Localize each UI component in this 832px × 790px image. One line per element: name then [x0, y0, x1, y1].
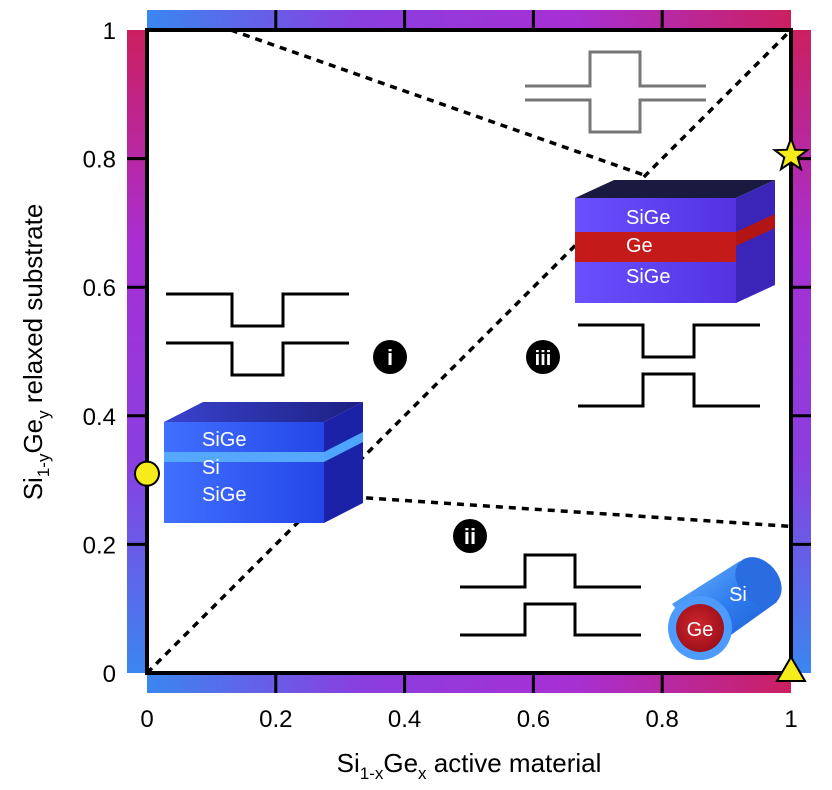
y-tick-label: 1	[103, 18, 116, 45]
x-axis-title: Si1-xGex active material	[337, 748, 602, 783]
band-diagram-ii	[460, 553, 641, 637]
stack-iii: SiGe Ge SiGe	[575, 180, 775, 303]
nanowire-shell-label: Si	[729, 584, 747, 606]
boundary-lines	[145, 28, 793, 675]
star-marker	[772, 135, 810, 172]
x-tick-label: 0.8	[646, 706, 679, 733]
x-tick-label: 0.6	[517, 706, 550, 733]
y-axis-title: Si1-yGey relaxed substrate	[18, 204, 53, 501]
x-tick-labels: 0 0.2 0.4 0.6 0.8 1	[140, 706, 797, 733]
stack-i-top-label: SiGe	[202, 429, 246, 451]
boundary-lower-line	[340, 494, 792, 529]
triangle-marker	[775, 655, 807, 682]
nanowire: Ge Si	[668, 557, 782, 660]
svg-text:iii: iii	[535, 348, 552, 370]
colorbar-bottom	[147, 673, 791, 693]
y-tick-label: 0.2	[83, 532, 116, 559]
nanowire-core-label: Ge	[687, 619, 714, 641]
boundary-diagonal	[145, 28, 793, 675]
stack-i-bottom-label: SiGe	[202, 484, 246, 506]
region-label-iii: iii	[526, 340, 560, 374]
x-tick-label: 0	[140, 706, 153, 733]
colorbar-left	[127, 30, 147, 673]
colorbar-right	[791, 30, 811, 673]
svg-text:ii: ii	[464, 524, 476, 549]
stack-iii-top-label: SiGe	[626, 207, 670, 229]
colorbar-ticks	[127, 10, 811, 693]
colorbar-top	[147, 10, 791, 30]
y-tick-label: 0.4	[83, 404, 116, 431]
y-tick-label: 0.6	[83, 275, 116, 302]
x-tick-label: 0.2	[259, 706, 292, 733]
band-diagram-i	[166, 292, 349, 377]
stack-iii-bottom-label: SiGe	[626, 266, 670, 288]
x-tick-label: 1	[784, 706, 797, 733]
svg-text:i: i	[387, 345, 393, 370]
region-label-i: i	[373, 340, 407, 374]
stack-i-middle-label: Si	[202, 457, 220, 479]
x-tick-label: 0.4	[388, 706, 421, 733]
circle-marker	[134, 460, 160, 487]
region-label-ii: ii	[453, 519, 487, 553]
boundary-upper-line	[230, 28, 644, 177]
markers	[134, 135, 810, 682]
y-tick-label: 0.8	[83, 147, 116, 174]
band-diagram-iii	[578, 323, 760, 408]
band-diagram-gray	[525, 50, 706, 134]
stack-i: SiGe Si SiGe	[164, 402, 363, 523]
y-tick-label: 0	[103, 661, 116, 688]
y-tick-labels: 0 0.2 0.4 0.6 0.8 1	[83, 18, 116, 688]
stack-iii-middle-label: Ge	[626, 235, 653, 257]
